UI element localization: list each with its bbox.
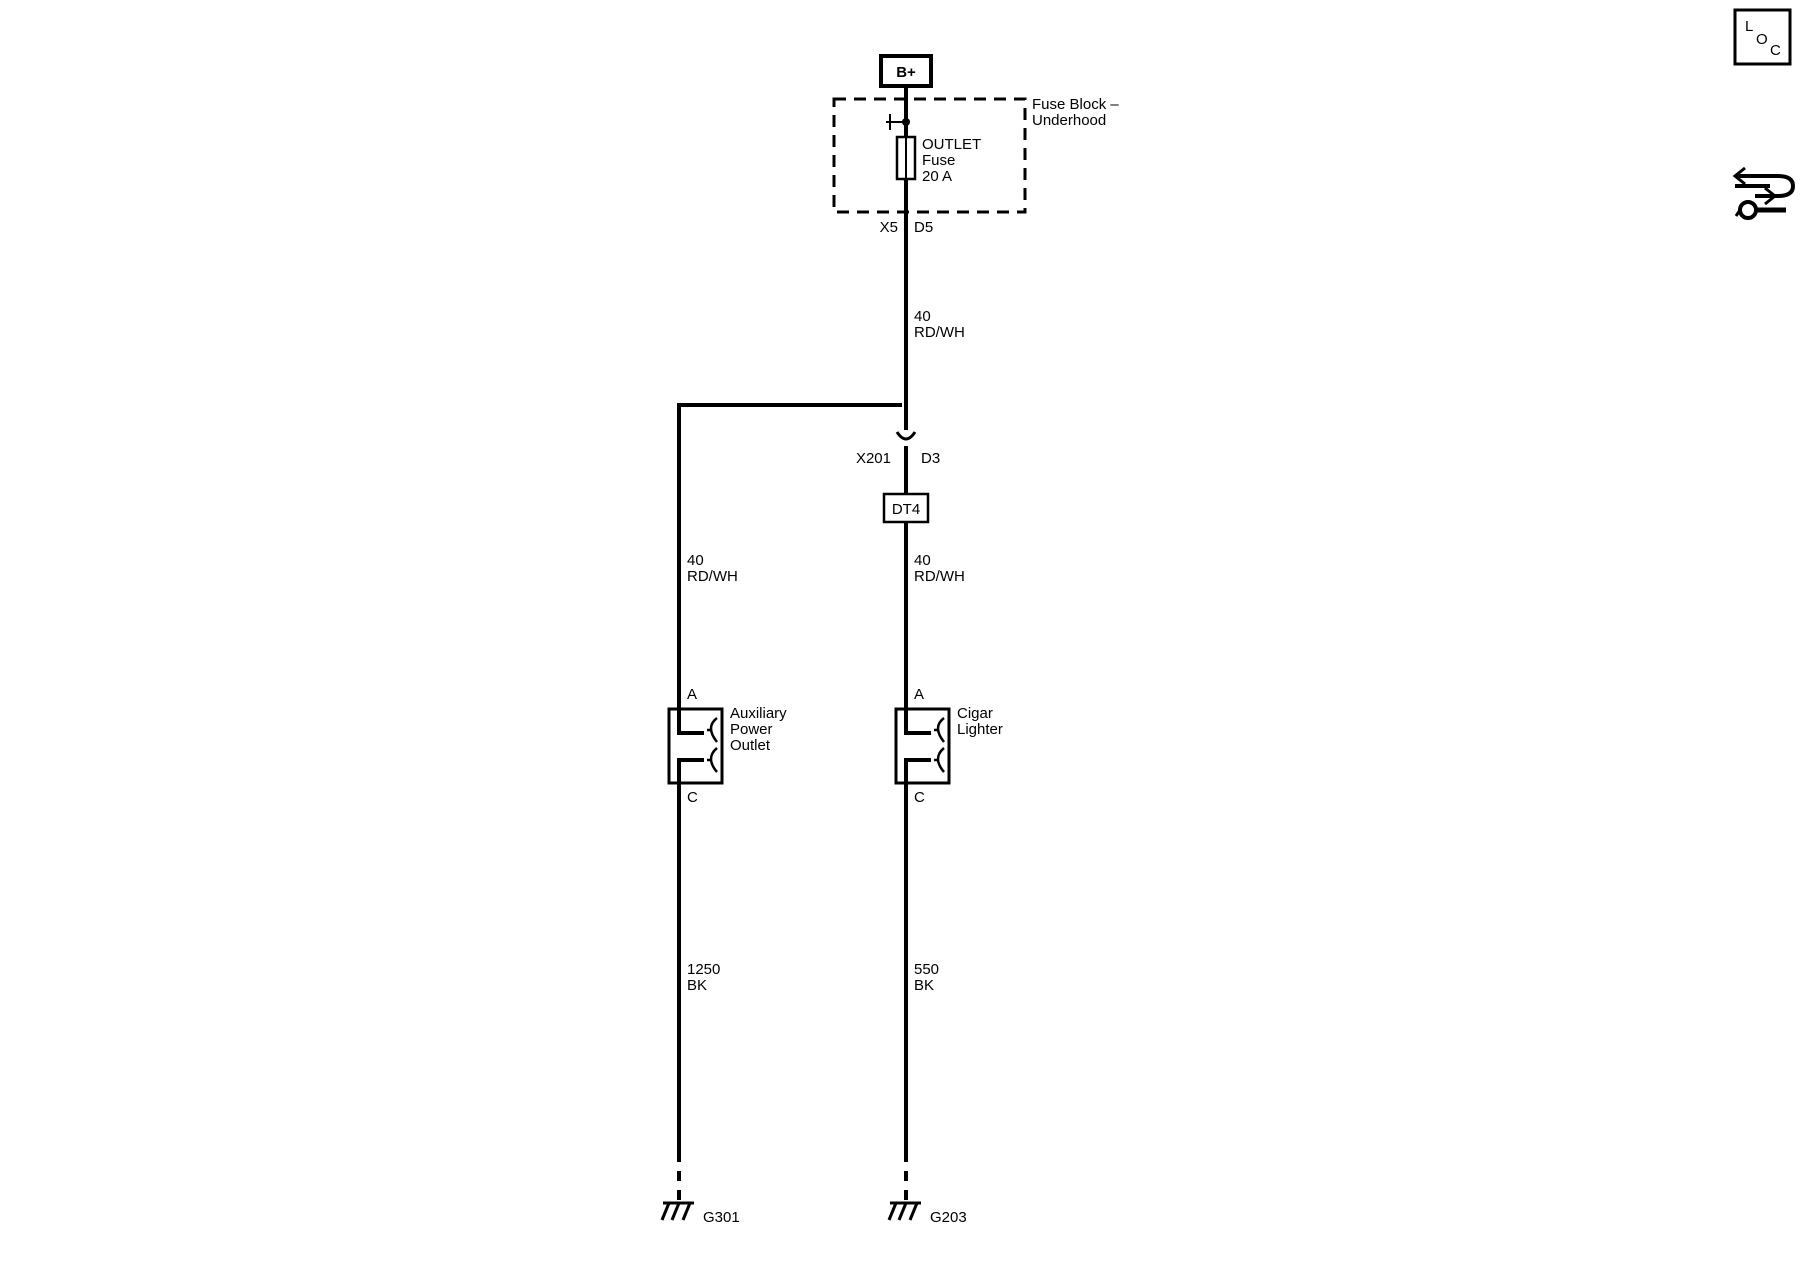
battery-positive-box: B+ (879, 54, 933, 88)
right-wire-gauge: 40 (914, 552, 931, 569)
lighter-icon (894, 707, 951, 785)
fuse-block-tap-icon (886, 114, 906, 130)
ground-icon-right (887, 1201, 921, 1221)
right-pin-bottom: C (914, 789, 925, 806)
left-ground-wire-gauge: 1250 (687, 961, 720, 978)
left-ground-wire-color: BK (687, 977, 707, 994)
loc-icon-l: L (1745, 18, 1753, 35)
fuse-icon (895, 135, 917, 181)
left-device-label-line1: Auxiliary (730, 705, 787, 722)
left-device-label-line2: Power (730, 721, 773, 738)
loc-icon-o: O (1756, 31, 1768, 48)
inline-connector-pin: D3 (921, 450, 940, 467)
ground-icon (660, 1201, 694, 1221)
loc-icon[interactable]: L O C (1733, 8, 1792, 66)
left-ground-label: G301 (703, 1209, 740, 1226)
wire-routing-icon[interactable] (1732, 166, 1796, 220)
right-ground-wire-gauge: 550 (914, 961, 939, 978)
fuse-block-pin: D5 (914, 219, 933, 236)
left-wire-gauge: 40 (687, 552, 704, 569)
right-ground-label: G203 (930, 1209, 967, 1226)
splice-pack-label: DT4 (892, 501, 920, 518)
right-pin-top: A (914, 686, 924, 703)
main-wire-gauge: 40 (914, 308, 931, 325)
wire-branch-left (677, 403, 902, 709)
right-ground-wire-color: BK (914, 977, 934, 994)
battery-positive-label: B+ (896, 64, 916, 81)
fuse-word: Fuse (922, 152, 955, 169)
right-wire-color: RD/WH (914, 568, 965, 585)
fuse-block-connector: X5 (880, 219, 898, 236)
right-device-label-line1: Cigar (957, 705, 993, 722)
left-wire-color: RD/WH (687, 568, 738, 585)
inline-connector-name: X201 (856, 450, 891, 467)
left-device-label-line3: Outlet (730, 737, 771, 754)
fuse-block-label-line2: Underhood (1032, 112, 1106, 129)
splice-pack-box: DT4 (882, 492, 930, 524)
inline-connector-icon (895, 431, 917, 441)
left-pin-bottom: C (687, 789, 698, 806)
loc-icon-c: C (1770, 42, 1781, 59)
left-pin-top: A (687, 686, 697, 703)
outlet-icon (667, 707, 724, 785)
main-wire-color: RD/WH (914, 324, 965, 341)
fuse-block: Fuse Block – Underhood (832, 96, 1119, 214)
right-device-label-line2: Lighter (957, 721, 1003, 738)
fuse-block-label-line1: Fuse Block – (1032, 96, 1119, 113)
fuse-name: OUTLET (922, 136, 981, 153)
fuse-rating: 20 A (922, 168, 952, 185)
